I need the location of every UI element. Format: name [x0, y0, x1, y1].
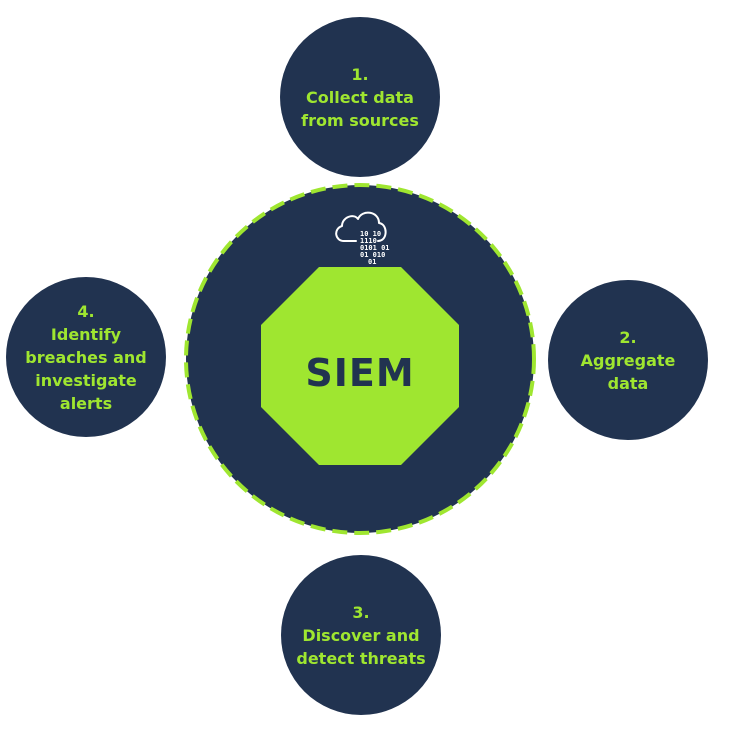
step-2-text: 2. Aggregate data	[580, 327, 676, 393]
binary-line: 01	[368, 258, 377, 266]
binary-line: 0101 01	[360, 244, 390, 252]
step-4-text: 4. Identify breaches and investigate ale…	[25, 301, 147, 413]
siem-label: SIEM	[305, 351, 415, 395]
step-investigate-alerts: 4. Identify breaches and investigate ale…	[6, 277, 166, 437]
cloud-data-icon	[335, 211, 387, 242]
binary-line: 10 10	[360, 230, 382, 238]
step-1-text: 1. Collect data from sources	[301, 64, 419, 130]
step-collect-data: 1. Collect data from sources	[280, 17, 440, 177]
siem-octagon	[261, 267, 459, 465]
step-3-text: 3. Discover and detect threats	[296, 602, 426, 668]
step-detect-threats: 3. Discover and detect threats	[281, 555, 441, 715]
binary-line: 01 010	[360, 251, 386, 259]
binary-digits: 10 10 1110 0101 01 01 010 01	[360, 231, 390, 266]
step-aggregate-data: 2. Aggregate data	[548, 280, 708, 440]
binary-line: 1110	[360, 237, 377, 245]
